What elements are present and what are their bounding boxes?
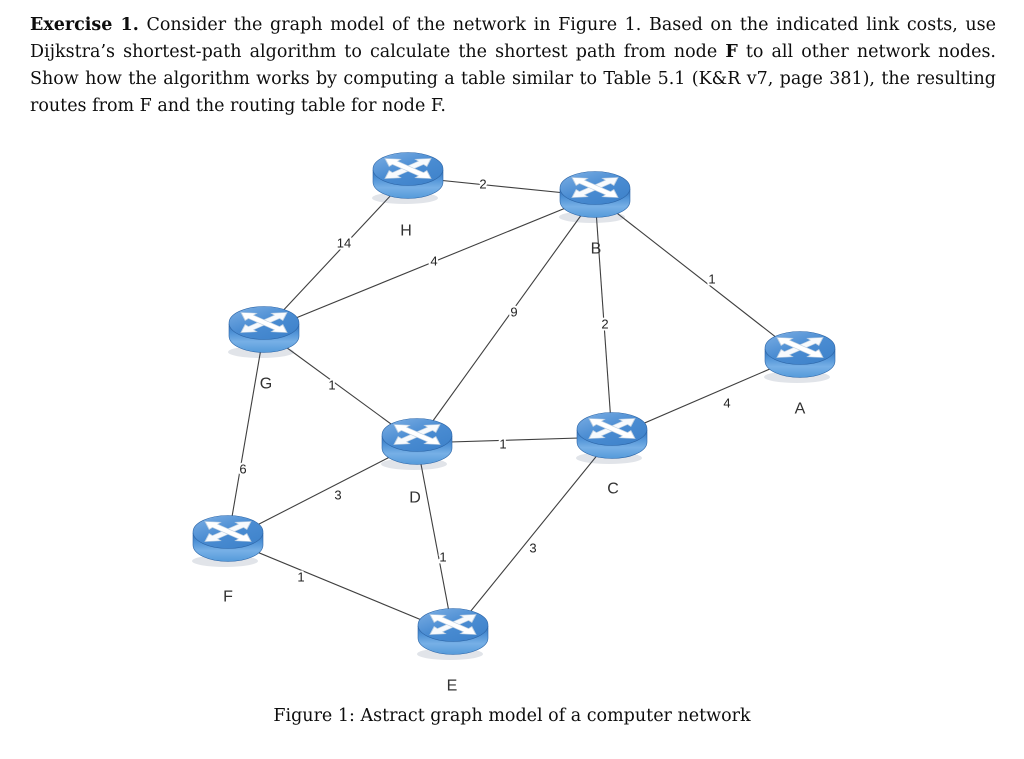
edge-cost-F-E: 1 [297, 570, 304, 585]
figure-caption: Figure 1: Astract graph model of a compu… [273, 706, 751, 726]
node-label-C: C [607, 481, 619, 498]
edge-cost-B-C: 2 [601, 317, 608, 332]
edge-G-H [263, 176, 409, 332]
routers-layer [191, 152, 836, 661]
edge-F-E [227, 539, 454, 634]
edge-C-E [452, 436, 613, 634]
edge-cost-D-C: 1 [499, 437, 506, 452]
exercise-bold-node-f: F [725, 42, 738, 62]
router-icon-H [371, 152, 444, 205]
edge-cost-B-A: 1 [708, 272, 715, 287]
edge-cost-F-D: 3 [334, 488, 341, 503]
router-icon-A [763, 331, 836, 384]
edge-cost-G-H: 14 [337, 236, 351, 251]
edge-cost-C-A: 4 [723, 396, 730, 411]
edge-B-A [594, 195, 801, 357]
node-label-F: F [223, 589, 233, 606]
node-label-H: H [400, 223, 412, 240]
edge-B-C [594, 195, 613, 438]
edge-cost-D-E: 1 [439, 550, 446, 565]
router-icon-G [227, 306, 300, 359]
node-label-G: G [260, 376, 272, 393]
node-label-D: D [409, 490, 421, 507]
edge-cost-G-D: 1 [328, 378, 335, 393]
node-label-E: E [447, 678, 458, 695]
router-icon-D [380, 418, 453, 471]
edge-cost-G-B: 4 [430, 254, 437, 269]
edge-cost-H-B: 2 [479, 177, 486, 192]
router-icon-C [575, 412, 648, 465]
exercise-body-1: Consider the graph model of the network … [30, 15, 996, 62]
edges-layer [227, 176, 801, 634]
exercise-text: Exercise 1. Consider the graph model of … [30, 12, 996, 120]
exercise-label: Exercise 1. [30, 15, 139, 35]
exercise-body-2: to all other network nodes. Show how the… [30, 42, 996, 116]
edge-D-E [416, 442, 454, 634]
router-icon-F [191, 515, 264, 568]
router-icon-E [416, 608, 489, 661]
edge-cost-G-F: 6 [239, 462, 246, 477]
edge-cost-D-B: 9 [510, 305, 517, 320]
edge-G-F [227, 330, 265, 541]
edge-D-B [416, 195, 596, 444]
router-icon-B [558, 171, 631, 224]
edge-F-D [227, 442, 418, 541]
node-label-B: B [591, 241, 602, 258]
edge-G-B [263, 195, 596, 332]
node-label-A: A [795, 401, 806, 418]
edge-cost-C-E: 3 [529, 541, 536, 556]
